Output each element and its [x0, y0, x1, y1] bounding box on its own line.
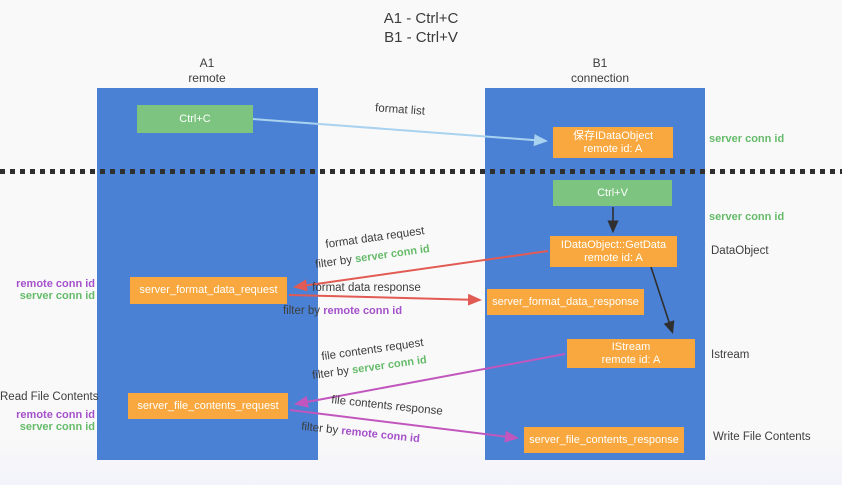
node-server-format-data-request: server_format_data_request — [130, 277, 287, 304]
column-header-a1: A1 remote — [147, 56, 267, 86]
node-ctrl-v: Ctrl+V — [553, 180, 672, 206]
arrow-format-data-request — [293, 250, 549, 292]
label-server-conn-id-format: server conn id — [19, 290, 95, 302]
label-read-file-contents: Read File Contents — [0, 391, 99, 403]
node-ctrl-c-label: Ctrl+C — [179, 112, 211, 125]
label-server-conn-id-file: server conn id — [19, 421, 95, 433]
column-b1-name: B1 — [592, 56, 608, 70]
edge-label-filter-format-response: filter by remote conn id — [265, 305, 420, 317]
node-istream: IStream remote id: A — [567, 339, 695, 368]
arrow-format-data-response — [288, 293, 482, 306]
arrow-format-list — [252, 118, 548, 147]
node-save-idataobject: 保存IDataObject remote id: A — [553, 127, 673, 158]
node-istream-line1: IStream — [611, 340, 651, 353]
node-ctrl-c: Ctrl+C — [137, 105, 253, 133]
filter-by-text: filter by — [282, 305, 324, 317]
node-server-file-contents-request-label: server_file_contents_request — [137, 399, 279, 412]
node-ctrl-v-label: Ctrl+V — [597, 186, 628, 199]
node-save-idataobject-line2: remote id: A — [583, 142, 643, 155]
dashed-separator — [0, 169, 842, 174]
edge-label-format-data-response: format data response — [312, 282, 421, 294]
column-a1-name: A1 — [199, 56, 215, 70]
label-group-format-conn-ids: remote conn id server conn id — [0, 278, 95, 302]
node-server-file-contents-request: server_file_contents_request — [128, 393, 288, 419]
column-header-b1: B1 connection — [540, 56, 660, 86]
title-line-1: A1 - Ctrl+C — [383, 10, 459, 27]
label-server-conn-id-mid: server conn id — [709, 211, 785, 223]
node-idataobject-getdata: IDataObject::GetData remote id: A — [550, 236, 677, 267]
node-save-idataobject-line1: 保存IDataObject — [572, 129, 654, 142]
column-b1-role: connection — [570, 71, 630, 85]
arrow-getdata-to-istream — [650, 266, 675, 335]
node-istream-line2: remote id: A — [601, 353, 661, 366]
label-dataobject: DataObject — [711, 245, 769, 257]
label-write-file-contents: Write File Contents — [713, 431, 811, 443]
title-line-2: B1 - Ctrl+V — [384, 29, 458, 46]
node-server-file-contents-response-label: server_file_contents_response — [529, 433, 679, 446]
arrow-file-contents-request — [294, 353, 566, 408]
arrow-file-contents-response — [289, 409, 519, 443]
label-group-file-conn-ids: remote conn id server conn id — [0, 409, 95, 433]
label-remote-conn-id-format: remote conn id — [16, 278, 95, 290]
node-idataobject-getdata-line2: remote id: A — [584, 251, 643, 264]
remote-conn-id-text: remote conn id — [323, 305, 403, 317]
column-a1-role: remote — [188, 71, 226, 85]
diagram-title: A1 - Ctrl+C B1 - Ctrl+V — [0, 9, 842, 47]
node-server-format-data-response: server_format_data_response — [487, 289, 644, 315]
node-idataobject-getdata-line1: IDataObject::GetData — [560, 238, 667, 251]
label-istream: Istream — [711, 349, 750, 361]
node-server-format-data-request-label: server_format_data_request — [139, 284, 278, 296]
label-remote-conn-id-file: remote conn id — [16, 409, 95, 421]
label-server-conn-id-top: server conn id — [709, 133, 785, 145]
node-server-format-data-response-label: server_format_data_response — [492, 295, 639, 308]
node-server-file-contents-response: server_file_contents_response — [524, 427, 684, 453]
